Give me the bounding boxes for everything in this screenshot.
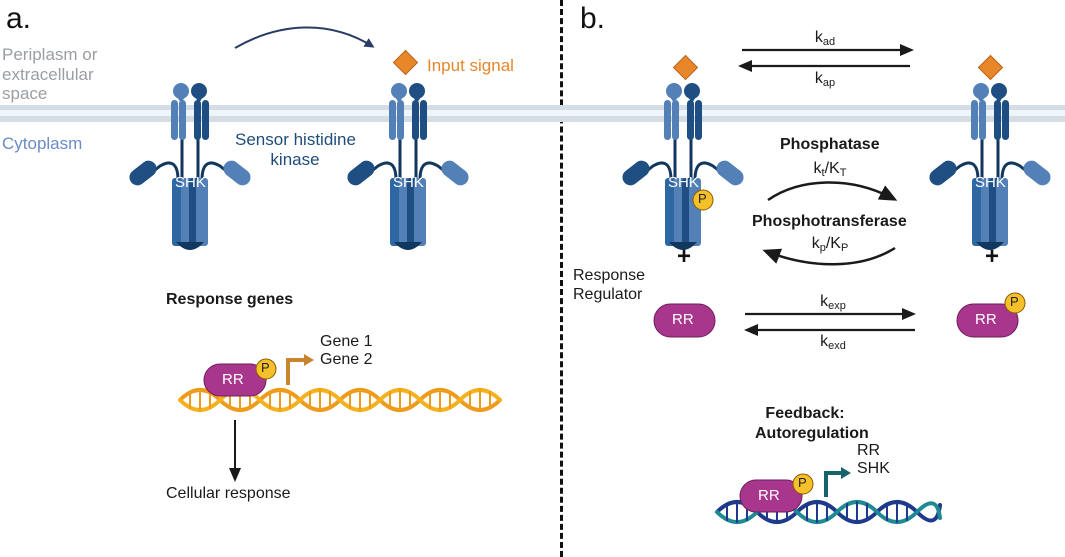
rr-bound-a xyxy=(203,363,267,397)
shk-text-a2: SHK xyxy=(393,174,424,191)
phospho-text-a: P xyxy=(261,360,270,375)
rr-text-b1: RR xyxy=(672,311,694,328)
input-signal-diamond xyxy=(392,49,419,76)
shk-text-b2: SHK xyxy=(975,174,1006,191)
plus-right: + xyxy=(985,243,1000,270)
rate-kt: kt/KT xyxy=(813,160,847,179)
rr-text-feedback: RR xyxy=(758,487,780,504)
rate-kexp: kexp xyxy=(820,293,846,312)
periplasm-line-3: space xyxy=(2,84,48,104)
feedback-line-1: Feedback: xyxy=(765,405,845,422)
feedback-gene-rr: RR xyxy=(857,442,881,459)
promoter-arrow-a xyxy=(286,358,305,385)
cell-membrane xyxy=(0,105,1065,122)
activation-arrow xyxy=(234,26,375,49)
rr-text-b2: RR xyxy=(975,311,997,328)
phosphatase-label: Phosphatase xyxy=(780,136,880,153)
phospho-rr-a xyxy=(255,358,277,380)
input-signal-label: Input signal xyxy=(427,56,514,75)
periplasm-label: Periplasm or extracellular space xyxy=(2,45,97,104)
panel-b-label: b. xyxy=(580,2,606,35)
phospho-text-shk: P xyxy=(698,191,707,206)
sensor-histidine-kinase-label: Sensor histidine kinase xyxy=(235,130,356,169)
gene-list-a: Gene 1 Gene 2 xyxy=(320,333,372,370)
periplasm-line-2: extracellular xyxy=(2,64,94,84)
promoter-arrow-b xyxy=(824,471,842,497)
phosphatase-arrow xyxy=(767,181,898,202)
rr-bound-b xyxy=(739,479,803,513)
periplasm-line-1: Periplasm or xyxy=(2,45,98,64)
shk-label-line-1: Sensor histidine xyxy=(235,130,356,149)
feedback-gene-list: RR SHK xyxy=(857,442,890,479)
cellular-response-label: Cellular response xyxy=(166,485,291,502)
rr-label-line-1: Response xyxy=(573,267,646,284)
shk-text-a1: SHK xyxy=(175,174,206,191)
feedback-gene-shk: SHK xyxy=(857,460,890,478)
phosphotransferase-label: Phosphotransferase xyxy=(752,213,907,230)
phospho-rr-feedback xyxy=(792,473,814,495)
gene-2: Gene 2 xyxy=(320,351,373,369)
signal-diamond-b-left xyxy=(672,54,699,81)
signal-diamond-b-right xyxy=(977,54,1004,81)
phospho-text-rr-b: P xyxy=(1010,294,1019,309)
feedback-title: Feedback: Autoregulation xyxy=(755,404,869,444)
shk-label-line-2: kinase xyxy=(270,149,320,169)
shk-text-b1: SHK xyxy=(668,174,699,191)
gene-1: Gene 1 xyxy=(320,333,373,350)
phospho-shk xyxy=(692,189,714,211)
rr-label-line-2: Regulator xyxy=(573,286,643,304)
plus-left: + xyxy=(677,243,692,270)
rr-unphosphorylated xyxy=(653,303,716,338)
phosphotransferase-arrow xyxy=(762,246,896,266)
cytoplasm-label: Cytoplasm xyxy=(2,134,83,153)
rate-kp: kp/KP xyxy=(811,235,849,254)
rate-kad: kad xyxy=(814,29,836,48)
rr-text-a: RR xyxy=(222,371,244,388)
response-genes-title: Response genes xyxy=(166,291,294,308)
rate-kexd: kexd xyxy=(820,333,846,352)
response-regulator-label: Response Regulator xyxy=(573,266,645,304)
rr-phosphorylated xyxy=(956,303,1019,338)
rate-kap: kap xyxy=(814,70,836,89)
panel-a-label: a. xyxy=(6,2,32,35)
phospho-rr-b xyxy=(1004,292,1026,314)
panel-divider xyxy=(560,0,563,557)
feedback-line-2: Autoregulation xyxy=(755,425,869,442)
phospho-text-feedback: P xyxy=(798,475,807,490)
